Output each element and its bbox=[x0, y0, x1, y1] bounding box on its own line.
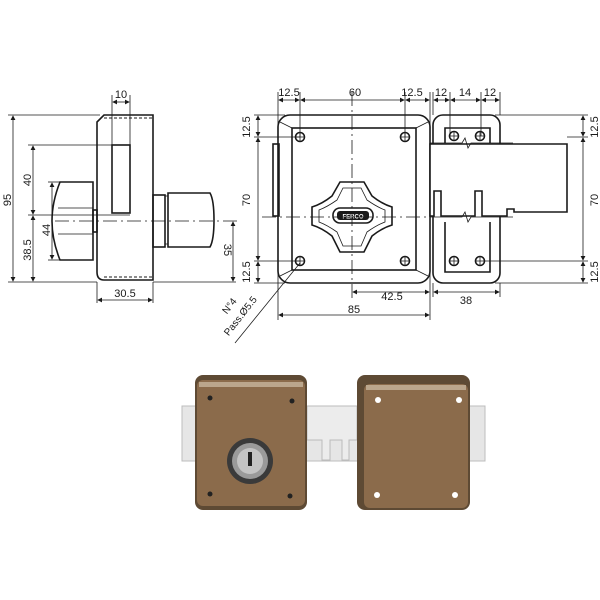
dim-keeper-a: 12 bbox=[435, 87, 447, 99]
bolt-side bbox=[111, 144, 131, 214]
dim-cylinder: 35 bbox=[221, 244, 233, 256]
screw-hole-icon bbox=[399, 255, 411, 267]
dim-upper: 40 bbox=[22, 174, 34, 186]
dim-right-bottom: 12.5 bbox=[589, 261, 600, 282]
product-photo bbox=[181, 375, 486, 510]
dim-keeper-c: 12 bbox=[484, 87, 496, 99]
screw-hole-icon bbox=[474, 255, 486, 267]
lock-plate bbox=[291, 127, 417, 271]
dim-keeper-width: 38 bbox=[460, 295, 472, 307]
bolt-front bbox=[429, 143, 568, 217]
knob-front-icon: FERCO bbox=[311, 181, 393, 253]
dim-top-mid: 60 bbox=[349, 87, 361, 99]
keeper-view: 12 14 12 12.5 70 12.5 38 bbox=[429, 87, 600, 307]
dim-left-bottom: 12.5 bbox=[241, 261, 253, 282]
screw-hole-icon bbox=[474, 130, 486, 142]
dim-lower: 38.5 bbox=[22, 239, 34, 260]
dim-keeper-b: 14 bbox=[459, 87, 471, 99]
side-tab bbox=[272, 143, 280, 217]
dim-depth: 30.5 bbox=[114, 288, 135, 300]
dim-total-height: 95 bbox=[2, 194, 14, 206]
dim-right-mid: 70 bbox=[589, 194, 600, 206]
key-cylinder-icon bbox=[227, 438, 273, 484]
dim-left-mid: 70 bbox=[241, 194, 253, 206]
front-view: FERCO 12.5 60 12.5 12.5 70 12.5 42.5 85 … bbox=[221, 87, 431, 344]
knob-brand-logo: FERCO bbox=[343, 215, 364, 221]
lock-body-side bbox=[96, 114, 154, 281]
dim-width: 85 bbox=[348, 304, 360, 316]
dim-knob: 44 bbox=[41, 224, 53, 236]
screw-hole-icon bbox=[448, 130, 460, 142]
dim-left-top: 12.5 bbox=[241, 116, 253, 137]
dim-bolt-width: 10 bbox=[115, 89, 127, 101]
cylinder-side bbox=[167, 192, 215, 248]
dim-top-left: 12.5 bbox=[278, 87, 299, 99]
dim-top-right: 12.5 bbox=[401, 87, 422, 99]
side-view: 10 95 40 38.5 44 35 30.5 bbox=[2, 89, 240, 303]
dim-half-width: 42.5 bbox=[381, 291, 402, 303]
dim-right-top: 12.5 bbox=[589, 116, 600, 137]
screw-hole-icon bbox=[448, 255, 460, 267]
